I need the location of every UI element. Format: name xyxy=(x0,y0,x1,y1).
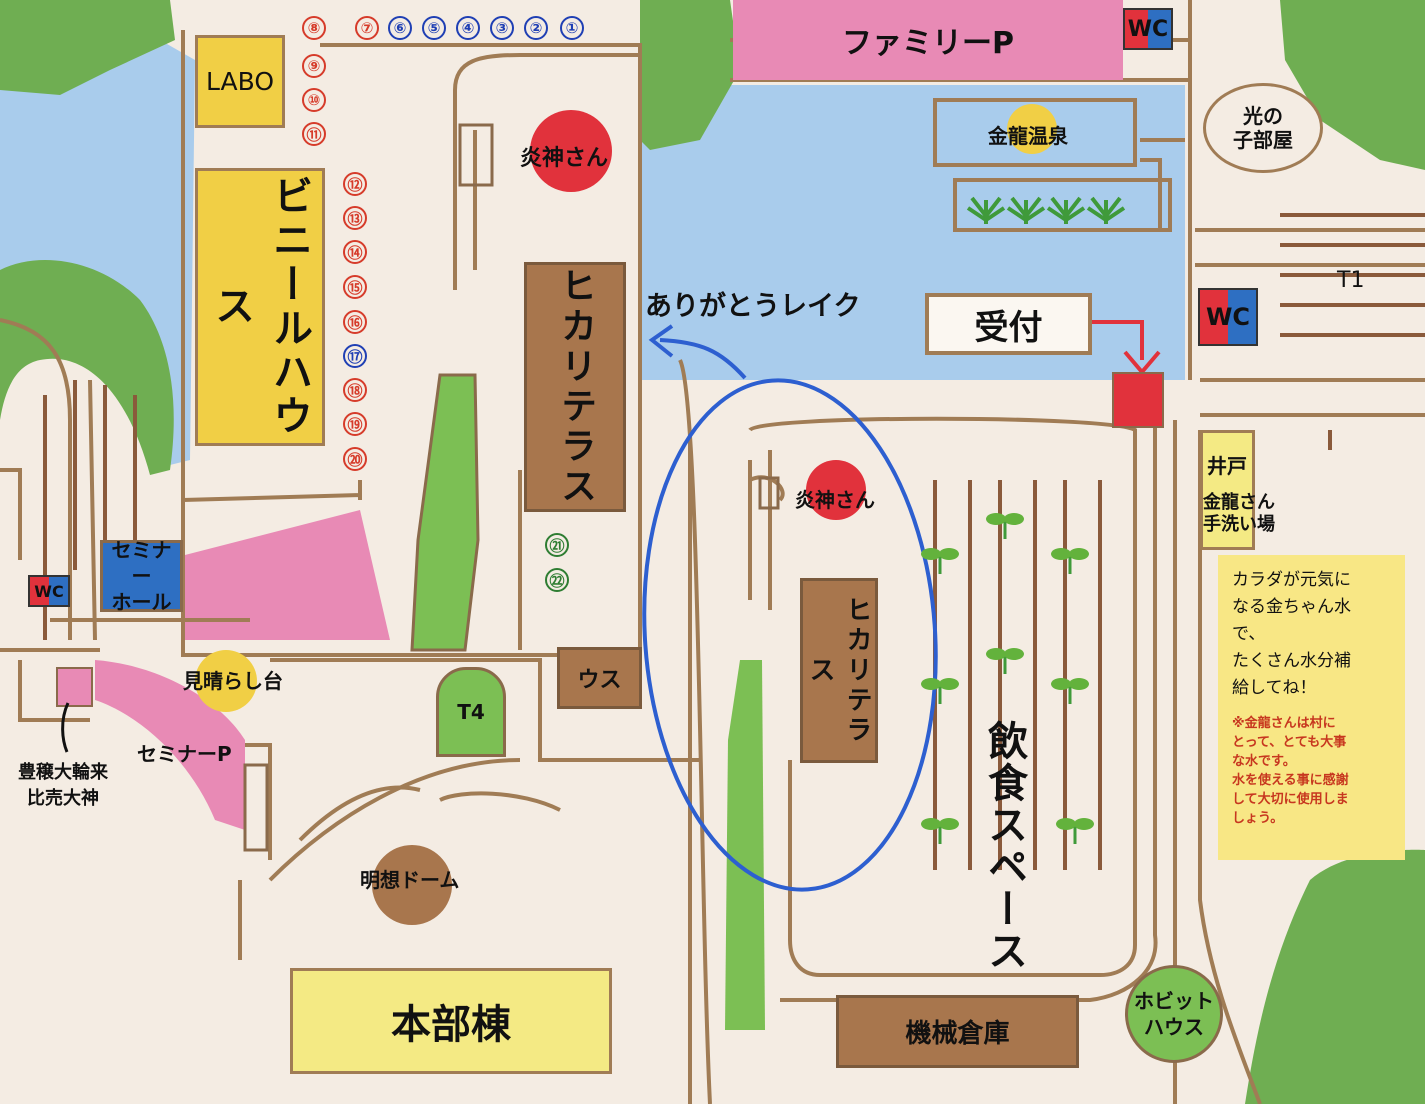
enjin-center-label: 炎神さん xyxy=(795,488,875,512)
site-number[interactable]: ⑤ xyxy=(422,16,446,40)
site-number[interactable]: ⑭ xyxy=(343,240,367,264)
site-number[interactable]: ⑨ xyxy=(302,54,326,78)
seedling-icon xyxy=(1055,810,1095,844)
seedling-icon xyxy=(920,810,960,844)
labo-building[interactable]: LABO xyxy=(195,35,285,128)
wc-left[interactable]: WC xyxy=(28,575,70,607)
seedling-icon xyxy=(920,540,960,574)
site-number[interactable]: ⑥ xyxy=(388,16,412,40)
onsen-marker xyxy=(1007,104,1057,154)
viewpoint-marker xyxy=(195,650,257,712)
site-number[interactable]: ⑯ xyxy=(343,310,367,334)
site-number[interactable]: ㉑ xyxy=(545,533,569,557)
well-block[interactable] xyxy=(1200,430,1255,550)
well-label: 井戸 xyxy=(1207,454,1247,478)
site-number[interactable]: ⑪ xyxy=(302,122,326,146)
handwash-label: 金龍さん 手洗い場 xyxy=(1203,492,1275,535)
miharashi-label[interactable]: 見晴らし台 xyxy=(183,669,283,693)
tree-left xyxy=(0,260,174,475)
hikari-terrace-center[interactable]: ヒカリテラス xyxy=(800,578,878,763)
seedling-icon xyxy=(920,670,960,704)
tree-top-right xyxy=(1280,0,1425,170)
reception-sign[interactable]: 受付 xyxy=(925,293,1092,355)
seedling-icon xyxy=(985,640,1025,674)
site-number[interactable]: ㉒ xyxy=(545,568,569,592)
seedling-icon xyxy=(1050,670,1090,704)
meditation-dome[interactable] xyxy=(372,845,452,925)
pink-area xyxy=(185,510,390,640)
seminar-hall[interactable]: セミナー ホール xyxy=(100,538,183,614)
seedling-icon xyxy=(1050,540,1090,574)
enjin-shrine-center[interactable] xyxy=(806,460,866,520)
t1-label[interactable]: T1 xyxy=(1337,268,1365,293)
site-number[interactable]: ② xyxy=(524,16,548,40)
enjin-shrine-top[interactable] xyxy=(530,110,612,192)
t4-area[interactable]: T4 xyxy=(436,667,506,757)
eating-space-label[interactable]: 飲食スペース xyxy=(981,720,1027,972)
tree-bottom-right xyxy=(1245,849,1425,1104)
wc-right[interactable]: WC xyxy=(1198,288,1258,346)
site-number[interactable]: ⑮ xyxy=(343,275,367,299)
arigatou-lake-label: ありがとうレイク xyxy=(645,291,861,322)
site-number[interactable]: ⑦ xyxy=(355,16,379,40)
usu-building[interactable]: ウス xyxy=(557,647,642,709)
hikari-kobeya[interactable]: 光の 子部屋 xyxy=(1203,83,1323,173)
plant-icon xyxy=(966,190,1006,224)
site-number[interactable]: ⑳ xyxy=(343,447,367,471)
vinyl-house[interactable]: ビニールハウス xyxy=(195,168,325,446)
wc-top[interactable]: WC xyxy=(1123,8,1173,50)
arigatou-lake-water xyxy=(640,85,1185,380)
water-note: カラダが元気に なる金ちゃん水 で、 たくさん水分補 給してね！ ※金龍さんは村… xyxy=(1218,555,1405,860)
green-strip-1 xyxy=(410,373,480,652)
plant-icon xyxy=(1086,190,1126,224)
site-number[interactable]: ⑬ xyxy=(343,206,367,230)
deity-label: 豊穣大輪来 比売大神 xyxy=(18,762,108,809)
hobbit-house[interactable]: ホビット ハウス xyxy=(1125,965,1223,1063)
tree-top-center xyxy=(640,0,740,150)
headquarters-building[interactable]: 本部棟 xyxy=(290,968,612,1074)
meiso-dome-label: 明想ドーム xyxy=(360,868,460,892)
machine-warehouse[interactable]: 機械倉庫 xyxy=(836,995,1079,1068)
site-number[interactable]: ① xyxy=(560,16,584,40)
site-number[interactable]: ⑱ xyxy=(343,378,367,402)
plant-icon xyxy=(1046,190,1086,224)
plant-icon xyxy=(1006,190,1046,224)
site-number[interactable]: ⑰ xyxy=(343,344,367,368)
family-parking[interactable]: ファミリーP xyxy=(733,0,1123,80)
site-number[interactable]: ④ xyxy=(456,16,480,40)
water-note-warning: ※金龍さんは村に とって、とても大事 な水です。 水を使える事に感謝 して大切に… xyxy=(1232,716,1349,826)
seedling-icon xyxy=(985,505,1025,539)
green-strip-2 xyxy=(725,660,765,1030)
seminar-parking-label[interactable]: セミナーP xyxy=(137,742,232,766)
kinryu-onsen-label[interactable]: 金龍温泉 xyxy=(988,124,1068,148)
site-number[interactable]: ⑧ xyxy=(302,16,326,40)
site-number[interactable]: ⑫ xyxy=(343,172,367,196)
site-number[interactable]: ③ xyxy=(490,16,514,40)
tree-top-left xyxy=(0,0,175,95)
enjin-top-label: 炎神さん xyxy=(520,146,609,171)
hikari-terrace-top[interactable]: ヒカリテラス xyxy=(524,262,626,512)
water-note-main: カラダが元気に なる金ちゃん水 で、 たくさん水分補 給してね！ xyxy=(1232,570,1351,698)
site-number[interactable]: ⑩ xyxy=(302,88,326,112)
site-number[interactable]: ⑲ xyxy=(343,412,367,436)
